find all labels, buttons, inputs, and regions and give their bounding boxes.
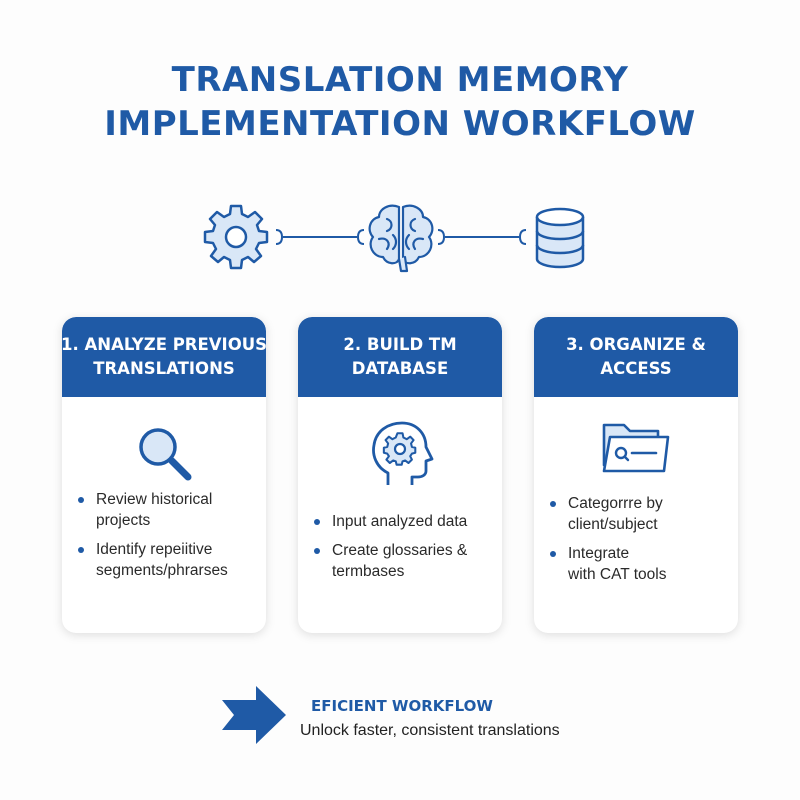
bullet-item: Review historical projects xyxy=(76,489,228,531)
connector-2 xyxy=(437,229,527,245)
step-1-header: 1. ANALYZE PREVIOUS TRANSLATIONS xyxy=(62,317,266,397)
flow-icon-row xyxy=(203,204,585,273)
step-card-3: 3. ORGANIZE & ACCESS Categorrre by clien… xyxy=(534,317,738,633)
step-2-bullets: Input analyzed data Create glossaries & … xyxy=(298,511,477,590)
step-2-header-line-1: 2. BUILD TM xyxy=(343,335,457,354)
step-3-header-line-1: 3. ORGANIZE & xyxy=(566,335,706,354)
database-icon xyxy=(535,207,585,269)
head-gear-icon xyxy=(298,419,502,489)
brain-icon xyxy=(368,204,434,273)
page-title: TRANSLATION MEMORY IMPLEMENTATION WORKFL… xyxy=(0,58,800,146)
bullet-item: Input analyzed data xyxy=(312,511,467,532)
title-line-1: TRANSLATION MEMORY xyxy=(171,60,629,100)
title-line-2: IMPLEMENTATION WORKFLOW xyxy=(104,104,696,144)
connector-1 xyxy=(275,229,365,245)
step-card-1: 1. ANALYZE PREVIOUS TRANSLATIONS Review … xyxy=(62,317,266,633)
bullet-item: Categorrre by client/subject xyxy=(548,493,667,535)
step-1-header-line-1: 1. ANALYZE PREVIOUS xyxy=(62,335,266,354)
step-3-header: 3. ORGANIZE & ACCESS xyxy=(534,317,738,397)
step-3-header-line-2: ACCESS xyxy=(600,359,672,378)
step-3-bullets: Categorrre by client/subject Integrate w… xyxy=(534,493,677,593)
bullet-item: Identify repeiitive segments/phrarses xyxy=(76,539,228,581)
footer-title: EFICIENT WORKFLOW xyxy=(311,697,493,715)
step-1-header-line-2: TRANSLATIONS xyxy=(93,359,235,378)
magnifier-icon xyxy=(62,421,266,485)
folder-icon xyxy=(534,417,738,475)
step-2-header-line-2: DATABASE xyxy=(351,359,449,378)
arrow-icon xyxy=(222,686,286,744)
step-1-bullets: Review historical projects Identify repe… xyxy=(62,489,238,589)
footer-subtitle: Unlock faster, consistent translations xyxy=(300,722,560,739)
bullet-item: Create glossaries & termbases xyxy=(312,540,467,582)
step-card-2: 2. BUILD TM DATABASE Input analyzed data… xyxy=(298,317,502,633)
step-2-header: 2. BUILD TM DATABASE xyxy=(298,317,502,397)
bullet-item: Integrate with CAT tools xyxy=(548,543,667,585)
gear-icon xyxy=(203,204,269,270)
